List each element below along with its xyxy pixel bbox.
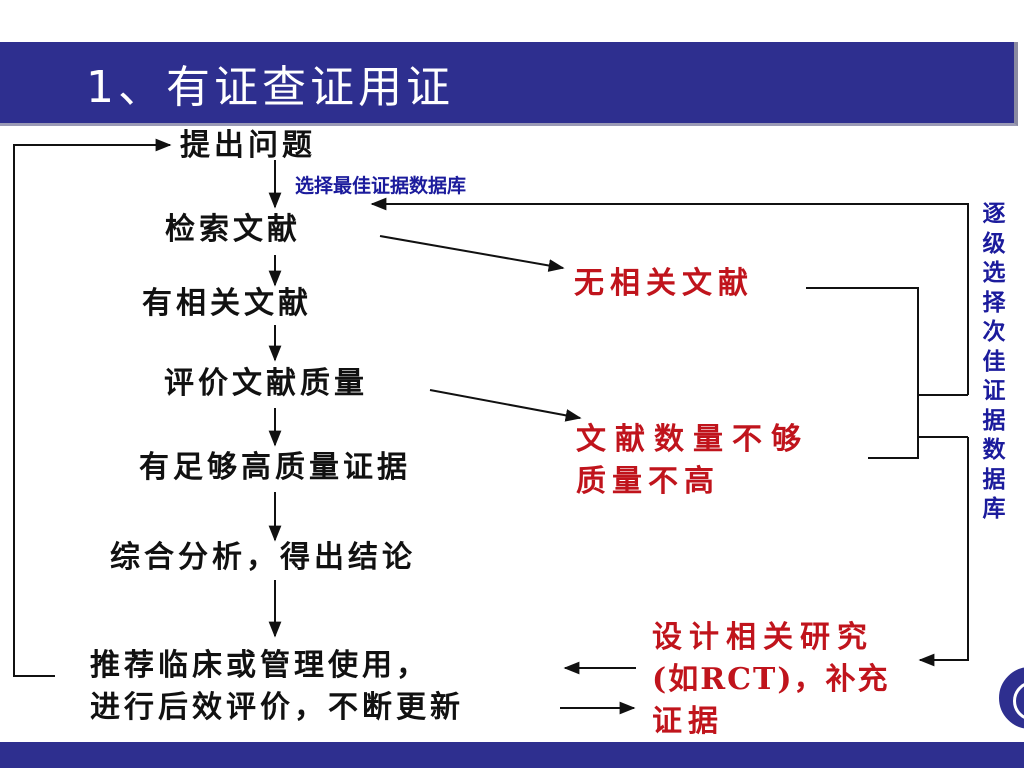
outcome-design-study-line3: 证据 <box>652 704 724 739</box>
note-choose-best-database: 选择最佳证据数据库 <box>295 175 467 197</box>
vertical-label-next-best-database: 逐级选择次佳证据数据库 <box>982 201 1006 522</box>
arrow-appraise-to-insufficient <box>429 389 582 422</box>
outcome-no-literature: 无相关文献 <box>574 266 754 301</box>
outcome-design-study-line2: (如RCT)，补充 <box>652 662 890 697</box>
slide-title: 1、有证查证用证 <box>86 62 454 113</box>
step-recommend-line2: 进行后效评价，不断更新 <box>90 690 464 725</box>
step-appraise-quality: 评价文献质量 <box>164 366 368 401</box>
feedback-loop-line <box>13 138 172 677</box>
top-strip <box>0 0 1024 40</box>
step-relevant-literature: 有相关文献 <box>142 286 312 321</box>
outcome-insufficient-line1: 文献数量不够 <box>576 422 810 457</box>
bracket-no-literature <box>806 287 919 395</box>
bottom-bar <box>0 742 1024 768</box>
title-bar <box>0 42 1018 126</box>
outcome-insufficient-line2: 质量不高 <box>576 464 720 499</box>
arrow-to-design-study <box>918 437 969 667</box>
step-ask-question: 提出问题 <box>180 128 316 163</box>
outcome-design-study-line1: 设计相关研究 <box>652 620 874 655</box>
arrow-to-choose-database <box>370 197 969 395</box>
step-enough-evidence: 有足够高质量证据 <box>139 450 411 485</box>
step-recommend-line1: 推荐临床或管理使用， <box>90 648 430 683</box>
arrow-search-to-no-literature <box>379 235 565 272</box>
bracket-insufficient <box>868 395 919 459</box>
step-search-literature: 检索文献 <box>165 212 301 247</box>
step-synthesize-conclude: 综合分析，得出结论 <box>110 540 416 575</box>
